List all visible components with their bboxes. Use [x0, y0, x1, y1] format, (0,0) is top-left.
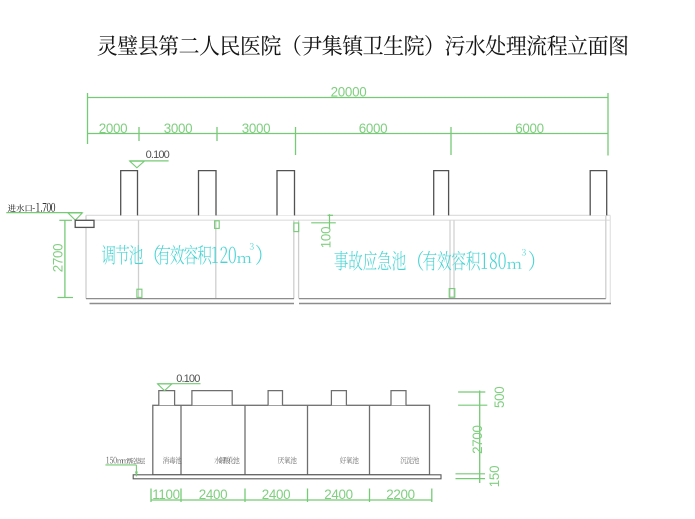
svg-text:20000: 20000: [331, 85, 367, 100]
svg-text:2700: 2700: [470, 425, 485, 454]
svg-text:2400: 2400: [262, 487, 291, 502]
svg-text:2400: 2400: [324, 487, 353, 502]
svg-text:2400: 2400: [199, 487, 228, 502]
svg-text:2000: 2000: [99, 121, 128, 136]
svg-text:0.100: 0.100: [146, 149, 170, 161]
svg-text:3000: 3000: [164, 121, 193, 136]
svg-text:2700: 2700: [50, 244, 65, 273]
svg-text:500: 500: [492, 387, 507, 408]
svg-text:0.100: 0.100: [176, 373, 200, 385]
svg-text:6000: 6000: [359, 121, 388, 136]
svg-text:3000: 3000: [242, 121, 271, 136]
svg-text:1100: 1100: [152, 487, 180, 502]
svg-text:2200: 2200: [386, 487, 415, 502]
svg-text:150: 150: [487, 466, 502, 487]
svg-text:6000: 6000: [515, 121, 544, 136]
svg-text:100: 100: [318, 227, 333, 248]
